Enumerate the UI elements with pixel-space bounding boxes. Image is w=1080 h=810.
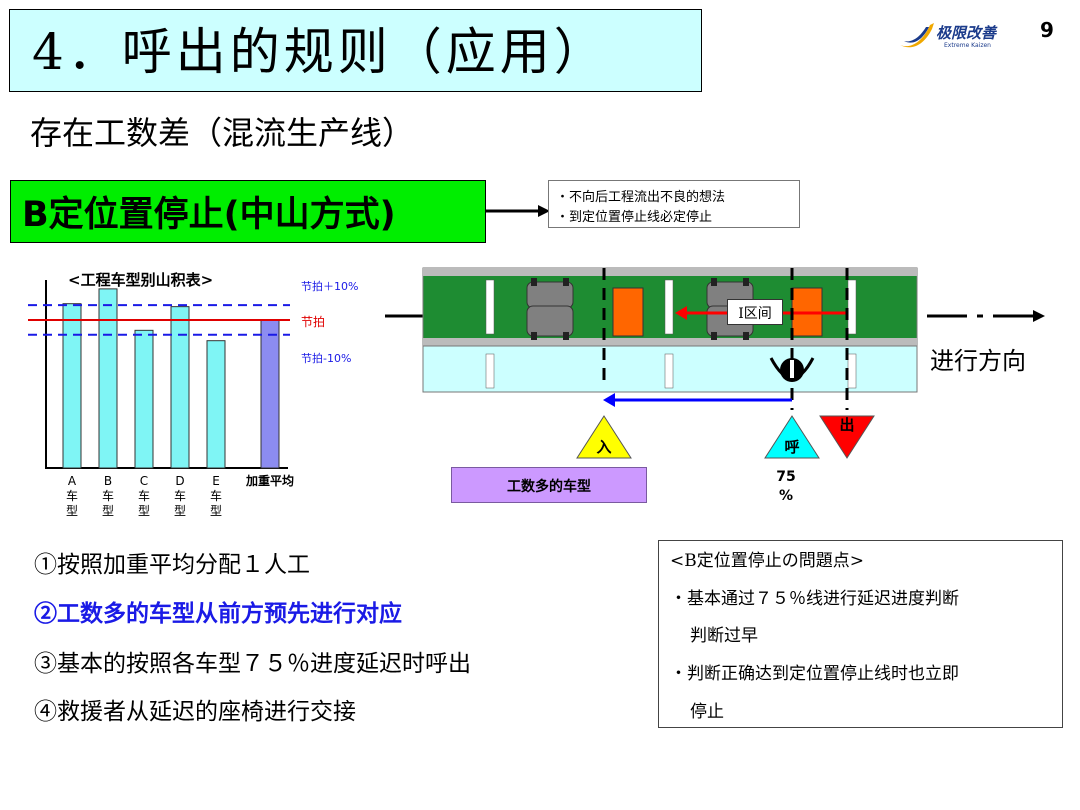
step-item: ④救援者从延迟的座椅进行交接 bbox=[34, 699, 356, 725]
chart-bar bbox=[62, 303, 82, 469]
call-marker bbox=[764, 415, 820, 459]
step-item-highlight: ②工数多的车型从前方预先进行对应 bbox=[34, 600, 402, 627]
workload-chart bbox=[28, 280, 290, 469]
line-diagram bbox=[385, 267, 1045, 459]
problem-line: 停止 bbox=[690, 702, 724, 722]
takt-minus-label: 节拍-10% bbox=[301, 352, 352, 365]
section-subtitle: 存在工数差（混流生产线） bbox=[30, 114, 415, 152]
heavy-model-label: 工数多的车型 bbox=[507, 479, 591, 495]
heavy-model-box bbox=[451, 467, 647, 503]
method-note: ・到定位置停止线必定停止 bbox=[556, 210, 713, 225]
entry-marker bbox=[576, 415, 632, 459]
operator-icon bbox=[769, 357, 815, 382]
chart-axis bbox=[45, 280, 288, 469]
page-title: 4．呼出的规则（应用） bbox=[32, 23, 608, 81]
problems-box bbox=[658, 540, 1063, 728]
step-item: ③基本的按照各车型７５％进度延迟时呼出 bbox=[34, 651, 471, 677]
title-banner bbox=[9, 9, 702, 92]
takt-plus-label: 节拍＋10% bbox=[301, 280, 359, 293]
chart-bar bbox=[206, 340, 226, 469]
seat-icon bbox=[526, 278, 574, 340]
interval-box bbox=[727, 299, 783, 325]
page-number: 9 bbox=[1040, 18, 1054, 42]
method-label: B定位置停止(中山方式) bbox=[22, 195, 396, 235]
exit-marker bbox=[819, 415, 875, 459]
step-item: ①按照加重平均分配１人工 bbox=[34, 552, 310, 578]
logo-text: 极限改善 bbox=[936, 24, 997, 42]
chart-bar bbox=[260, 319, 280, 469]
call-marker-label: 呼 bbox=[784, 438, 800, 456]
problem-line: ・基本通过７５％线进行延迟进度判断 bbox=[670, 589, 959, 609]
chart-title: <工程车型别山积表> bbox=[68, 271, 214, 289]
chart-bar bbox=[134, 329, 154, 469]
exit-marker-label: 出 bbox=[839, 416, 855, 434]
entry-marker-label: 入 bbox=[596, 438, 612, 456]
chart-bar bbox=[170, 306, 190, 469]
company-logo bbox=[900, 23, 934, 48]
interval-label: Ⅰ区间 bbox=[738, 306, 772, 322]
method-note: ・不向后工程流出不良的想法 bbox=[556, 190, 726, 205]
method-arrow bbox=[486, 205, 550, 217]
category-label: 加重平均 bbox=[245, 474, 294, 488]
problem-line: ・判断正确达到定位置停止线时也立即 bbox=[670, 664, 959, 684]
method-notes-box bbox=[548, 180, 800, 228]
logo-subtext: Extreme Kaizen bbox=[944, 42, 991, 49]
direction-label: 进行方向 bbox=[930, 347, 1026, 375]
problem-line: 判断过早 bbox=[690, 626, 758, 646]
chart-bar bbox=[98, 288, 118, 469]
takt-label: 节拍 bbox=[301, 315, 326, 329]
call-percent: 75 % bbox=[776, 469, 796, 504]
method-banner bbox=[10, 180, 486, 243]
problems-title: <B定位置停止の問題点> bbox=[670, 551, 864, 571]
